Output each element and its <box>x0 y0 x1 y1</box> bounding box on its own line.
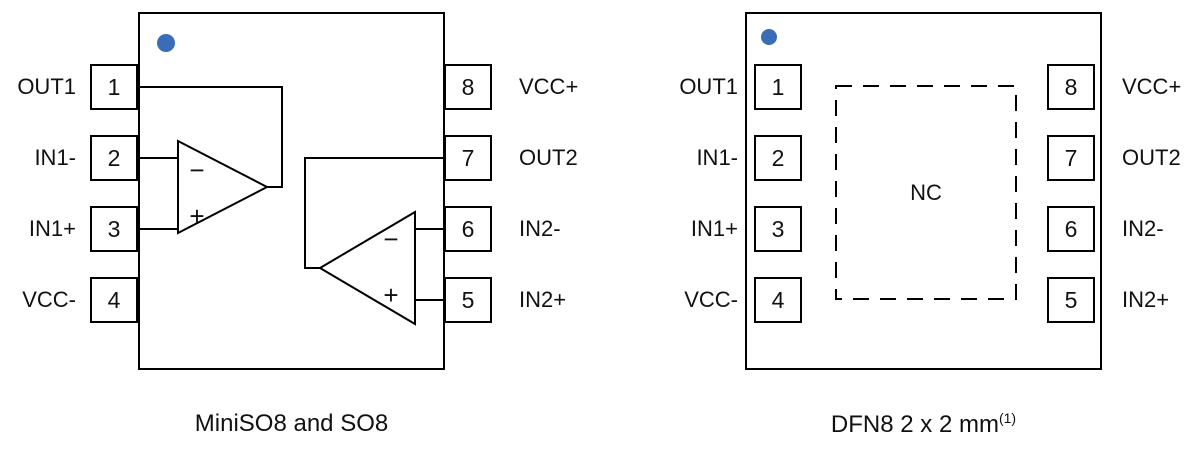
so8-package-caption: MiniSO8 and SO8 <box>138 410 445 438</box>
pin-label: OUT1 <box>17 74 76 99</box>
pin-box: 2 <box>90 135 138 181</box>
pin-label: OUT2 <box>519 145 578 170</box>
pin-box: 1 <box>90 64 138 110</box>
dfn8-package-caption: DFN8 2 x 2 mm(1) <box>745 410 1102 439</box>
pin-box: 6 <box>1047 206 1095 252</box>
pin-box: 5 <box>444 277 492 323</box>
pin-number: 2 <box>771 144 785 171</box>
pin-label: IN1+ <box>28 216 76 241</box>
pin-box: 6 <box>444 206 492 252</box>
pin-number: 2 <box>107 144 121 171</box>
pin-label: VCC+ <box>519 74 579 99</box>
caption-footnote-ref: (1) <box>998 410 1017 426</box>
pin-number: 7 <box>1064 144 1078 171</box>
pin-number: 1 <box>771 73 785 100</box>
pin-number: 5 <box>1064 286 1078 313</box>
pin-label: IN2- <box>519 216 561 241</box>
pin-number: 3 <box>107 215 121 242</box>
pin-label: IN1+ <box>690 216 738 241</box>
pin-box: 2 <box>754 135 802 181</box>
so8-package-body <box>138 12 445 370</box>
pin-label: IN2+ <box>519 287 567 312</box>
pin-number: 7 <box>461 144 475 171</box>
pin-box: 5 <box>1047 277 1095 323</box>
pin-label: IN2- <box>1122 216 1164 241</box>
pin-label: VCC- <box>684 287 738 312</box>
pin-label: OUT1 <box>679 74 738 99</box>
pin-number: 1 <box>107 73 121 100</box>
pin-box: 3 <box>754 206 802 252</box>
pin-number: 4 <box>107 286 121 313</box>
pin-box: 8 <box>1047 64 1095 110</box>
pin-number: 5 <box>461 286 475 313</box>
pin-number: 8 <box>1064 73 1078 100</box>
pin-box: 7 <box>1047 135 1095 181</box>
pin-number: 6 <box>1064 215 1078 242</box>
pin-box: 1 <box>754 64 802 110</box>
pin-box: 4 <box>90 277 138 323</box>
pin-number: 3 <box>771 215 785 242</box>
pin-label: IN1- <box>34 145 76 170</box>
pin-box: 3 <box>90 206 138 252</box>
dfn8-caption-text: DFN8 2 x 2 mm <box>830 411 999 438</box>
pin-number: 8 <box>461 73 475 100</box>
pin-label: VCC+ <box>1122 74 1182 99</box>
pin-label: IN1- <box>696 145 738 170</box>
pin-box: 8 <box>444 64 492 110</box>
so8-caption-text: MiniSO8 and SO8 <box>194 410 389 437</box>
pin-label: VCC- <box>22 287 76 312</box>
pin-label: IN2+ <box>1122 287 1170 312</box>
pin-number: 4 <box>771 286 785 313</box>
pin-label: OUT2 <box>1122 145 1181 170</box>
pin-box: 7 <box>444 135 492 181</box>
pin-box: 4 <box>754 277 802 323</box>
pin-number: 6 <box>461 215 475 242</box>
nc-label: NC <box>910 179 942 205</box>
